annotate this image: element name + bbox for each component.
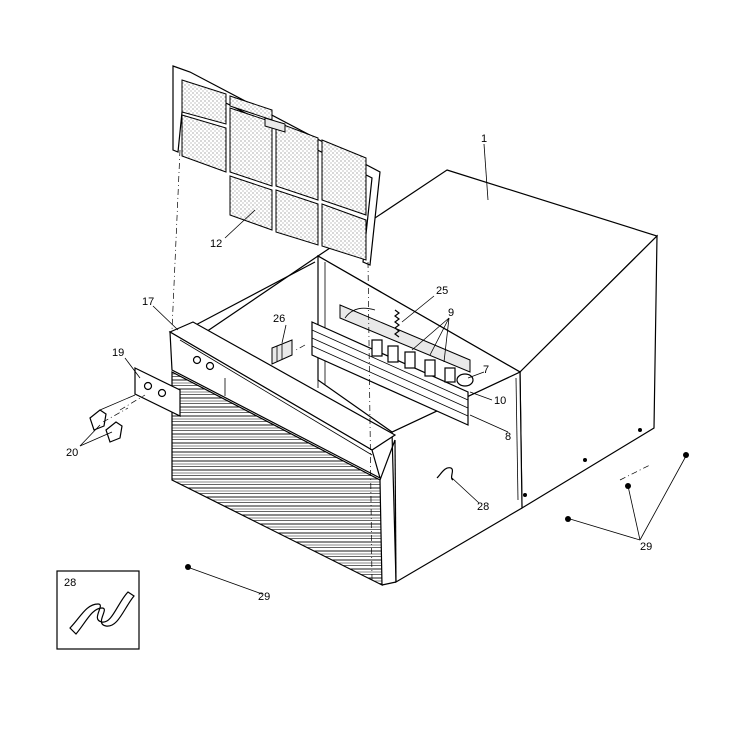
callout-17: 17 bbox=[142, 296, 154, 308]
callout-19: 19 bbox=[112, 347, 124, 359]
inset-detail-28 bbox=[56, 570, 140, 650]
clip-28 bbox=[436, 467, 454, 481]
callout-28-inset: 28 bbox=[64, 577, 76, 589]
cabinet bbox=[171, 169, 659, 584]
knobs-20 bbox=[89, 394, 136, 443]
bracket-26 bbox=[271, 339, 293, 365]
air-filter bbox=[172, 65, 381, 266]
callout-25: 25 bbox=[436, 285, 448, 297]
callout-26: 26 bbox=[273, 313, 285, 325]
leader-lines bbox=[79, 143, 687, 595]
callout-20: 20 bbox=[66, 447, 78, 459]
screw bbox=[683, 452, 689, 458]
callout-labels: 1 12 17 19 20 25 26 9 7 10 8 28 29 29 28 bbox=[64, 133, 652, 603]
callout-12: 12 bbox=[210, 238, 222, 250]
callout-7: 7 bbox=[483, 364, 489, 376]
control-plate-19 bbox=[134, 367, 181, 417]
callout-1: 1 bbox=[481, 133, 487, 145]
callout-10: 10 bbox=[494, 395, 506, 407]
callout-29-right: 29 bbox=[640, 541, 652, 553]
control-assembly bbox=[311, 304, 474, 426]
callout-9: 9 bbox=[448, 307, 454, 319]
screw bbox=[565, 516, 571, 522]
alignment-lines bbox=[102, 149, 651, 581]
front-grille bbox=[168, 321, 397, 586]
screw bbox=[185, 564, 191, 570]
callout-28: 28 bbox=[477, 501, 489, 513]
callout-29-bottom: 29 bbox=[258, 591, 270, 603]
callout-8: 8 bbox=[505, 431, 511, 443]
